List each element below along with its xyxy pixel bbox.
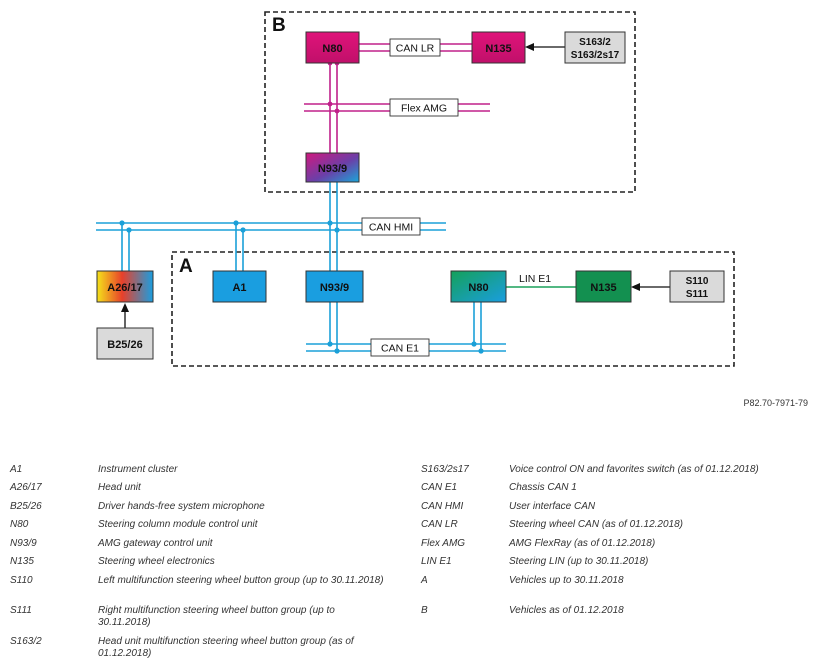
module-label: N93/9 [320, 282, 349, 294]
figure-reference: P82.70-7971-79 [743, 398, 808, 408]
junction [240, 227, 246, 233]
hmi-drops [121, 181, 338, 271]
module-label: N80 [468, 282, 488, 294]
junction [119, 220, 125, 226]
module-label: N93/9 [318, 163, 347, 175]
module-a-n80: N80 [450, 270, 507, 303]
network-diagram: B A [96, 11, 735, 367]
section-b-label: B [272, 15, 286, 36]
module-label: A26/17 [107, 282, 142, 294]
bus-label-lin-e1: LIN E1 [519, 273, 551, 285]
section-a-frame [171, 251, 735, 367]
junction [334, 348, 340, 354]
module-label: N80 [322, 43, 342, 55]
junction [478, 348, 484, 354]
junction [126, 227, 132, 233]
junction [327, 220, 333, 226]
module-label: B25/26 [107, 339, 142, 351]
junction [334, 227, 340, 233]
module-b-n93: N93/9 [305, 152, 360, 183]
module-label: N135 [590, 282, 616, 294]
module-a26: A26/17 [96, 270, 154, 303]
bus-label-can-hmi: CAN HMI [361, 217, 421, 236]
svg-text:CAN HMI: CAN HMI [369, 222, 413, 234]
module-b-switch: S163/2 S163/2s17 [564, 31, 626, 64]
module-a-switch: S110 S111 [669, 270, 725, 303]
module-a-n135: N135 [575, 270, 632, 303]
svg-text:CAN E1: CAN E1 [381, 343, 419, 355]
section-a-label: A [179, 256, 193, 277]
module-b25: B25/26 [96, 327, 154, 360]
module-b-n135: N135 [471, 31, 526, 64]
bus-label-can-lr: CAN LR [389, 38, 441, 57]
junction [233, 220, 239, 226]
junction [327, 341, 333, 347]
arrow-s110-to-n135 [631, 283, 670, 291]
svg-text:CAN LR: CAN LR [396, 43, 435, 55]
arrow-b25-to-a26 [121, 303, 129, 328]
module-label: S163/2 [579, 37, 611, 48]
arrow-s163-to-n135 [525, 43, 565, 51]
bus-label-flex-amg: Flex AMG [389, 98, 459, 117]
section-b-frame [264, 11, 636, 193]
junction [334, 108, 340, 114]
module-a1: A1 [212, 270, 267, 303]
module-b-n80: N80 [305, 31, 360, 64]
svg-text:Flex AMG: Flex AMG [401, 103, 447, 115]
module-a-n93: N93/9 [305, 270, 364, 303]
module-label: S163/2s17 [571, 50, 620, 61]
module-label: N135 [485, 43, 511, 55]
b-vertical-link [329, 63, 338, 153]
junction [471, 341, 477, 347]
bus-label-can-e1: CAN E1 [370, 338, 430, 357]
module-label: A1 [232, 282, 246, 294]
junction [327, 101, 333, 107]
module-label: S110 [686, 276, 709, 287]
module-label: S111 [686, 289, 709, 300]
